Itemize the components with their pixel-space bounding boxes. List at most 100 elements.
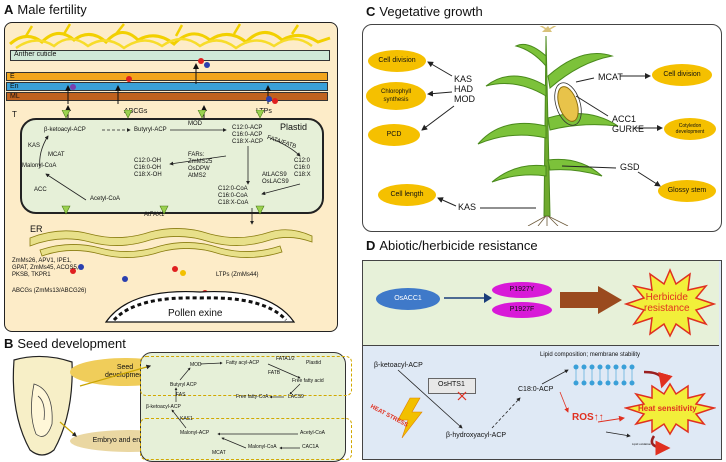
oshts1-box — [428, 378, 476, 394]
maize-plant — [477, 26, 619, 226]
pcd-oval: PCD — [368, 124, 420, 146]
cell-division-left-oval: Cell division — [368, 50, 426, 72]
c180-acp-d: C18:0-ACP — [518, 386, 554, 393]
malonyl-coa-b: Malonyl-CoA — [248, 444, 277, 450]
mcat-b: MCAT — [212, 450, 226, 456]
acetyl-coa-a: Acetyl-CoA — [90, 196, 121, 202]
lipid-dot — [70, 84, 76, 90]
kas-c: KAS — [458, 202, 477, 212]
seed-pathway-arrows — [59, 361, 301, 450]
ketoacyl-acp-b: β-ketoacyl-ACP — [146, 404, 181, 410]
p1927f-oval: P1927F — [492, 302, 552, 318]
lipid-dot — [266, 96, 272, 102]
fata12-b: FATA1/2 — [276, 356, 295, 362]
cotyledon-oval: Cotyledon development — [664, 118, 716, 140]
er-label: ER — [30, 224, 43, 234]
herbicide-resistance-label: Herbicide resistance — [644, 292, 690, 314]
lipid-dot — [198, 58, 204, 64]
heat-sensitivity-label: Heat sensitivity — [638, 404, 697, 413]
tapetum-label: T — [12, 110, 17, 119]
pollen-exine-label: Pollen exine — [168, 308, 223, 319]
ketoacyl-acp-d: β-ketoacyl-ACP — [374, 362, 423, 369]
herbicide-block-arrow — [560, 286, 622, 314]
mcat-c: MCAT — [598, 72, 623, 82]
cell-division-right-oval: Cell division — [652, 64, 712, 86]
mod-b: MOD — [190, 362, 202, 368]
kas1-b: KAS1 — [180, 416, 193, 422]
tapetum-genes: ZmMs26, APV1, IPE1, GPAT, ZmMs45, ACOS5,… — [12, 258, 79, 278]
butyryl-acp-a: Butyryl-ACP — [134, 127, 167, 133]
heat-sensitivity-starburst — [624, 382, 716, 436]
lipid-oxidation-label: Lipid oxidation — [632, 442, 652, 446]
panel-c-arrows — [421, 61, 663, 209]
epidermis-layer: E — [6, 72, 328, 81]
kas-a: KAS — [28, 143, 41, 149]
plastid-label: Plastid — [280, 122, 308, 132]
seed-dashed-box-2 — [140, 418, 352, 460]
maize-kernel-icon — [12, 355, 73, 456]
p1927y-oval: P1927Y — [492, 282, 552, 298]
chlorophyll-oval: Chlorophyll synthesis — [366, 82, 426, 110]
lipid-dot — [272, 98, 278, 104]
osacc1-arrow — [444, 293, 492, 303]
gsd-c: GSD — [620, 162, 640, 172]
lipid-dot — [180, 270, 186, 276]
cac1a-b: CAC1A — [302, 444, 319, 450]
lipid-dot — [78, 264, 84, 270]
ltps-label: LTPs — [256, 108, 272, 115]
pollen-exine — [104, 290, 296, 323]
plastid-pathway-arrows — [39, 128, 301, 225]
fars-a: FARs: ZmMS25 OsDPW AtMS2 — [188, 152, 213, 179]
glossy-stem-oval: Glossy stem — [658, 180, 716, 202]
middle-layer: ML — [6, 92, 328, 101]
cell-length-oval: Cell length — [378, 184, 436, 206]
lacs-a: AtLACS9 OsLACS9 — [262, 172, 289, 185]
plastid — [20, 118, 324, 214]
free-fa-a: C12:0 C16:0 C18:X — [294, 158, 311, 178]
acp-list-a: C12:0-ACP C16:0-ACP C18:X-ACP — [232, 125, 264, 145]
fatb-b: FATB — [268, 370, 281, 376]
kas-had-mod-c: KAS HAD MOD — [454, 74, 475, 104]
fas-b: FAS — [176, 392, 186, 398]
acc1-gurke-c: ACC1 GURKE — [612, 114, 645, 134]
free-fa-b: Free fatty acid — [292, 378, 324, 384]
ros-label: ROS↑↑ — [572, 412, 604, 423]
fatty-acyl-acp-b: Fatty acyl-ACP — [226, 360, 260, 366]
mod-a: MOD — [188, 121, 202, 127]
endoplasmic-reticulum — [29, 228, 313, 258]
endothecium-layer: En — [6, 82, 328, 91]
ltps-zmms44: LTPs (ZmMs44) — [216, 272, 259, 278]
atfax1-a: AtFAX1 — [144, 212, 165, 218]
abcgs-zmms13: ABCGs (ZmMs13/ABCG26) — [12, 288, 87, 294]
herbicide-starburst — [624, 268, 716, 338]
malonyl-acp-b: Malonyl-ACP — [180, 430, 210, 436]
mcat-a: MCAT — [48, 152, 65, 158]
butyryl-acp-b: Butyryl ACP — [170, 382, 197, 388]
hydroxyacyl-acp-d: β-hydroxyacyl-ACP — [446, 432, 507, 439]
osacc1-oval: OsACC1 — [376, 288, 440, 310]
acc-a: ACC — [34, 187, 47, 193]
anther-cuticle-layer: Anther cuticle — [10, 50, 330, 61]
seed-dashed-box-1 — [140, 356, 352, 396]
alcohols-a: C12:0-OH C16:0-OH C18:X-OH — [134, 158, 162, 178]
heat-stress-bolt — [397, 397, 423, 439]
panel-d-arrows — [397, 369, 673, 456]
lipid-dot — [172, 266, 178, 272]
acetyl-coa-b: Acetyl-CoA — [300, 430, 326, 436]
lipid-dot — [122, 276, 128, 282]
plastid-b: Plastid — [306, 360, 322, 366]
lipid-dot — [204, 62, 210, 68]
membrane-channels — [61, 110, 265, 215]
membrane-bilayer — [573, 364, 635, 386]
free-fa-coa-b: Free fatty-CoA — [236, 394, 269, 400]
lacs9-b: LACS9 — [288, 394, 304, 400]
abcgs-label: ABCGs — [124, 108, 148, 115]
